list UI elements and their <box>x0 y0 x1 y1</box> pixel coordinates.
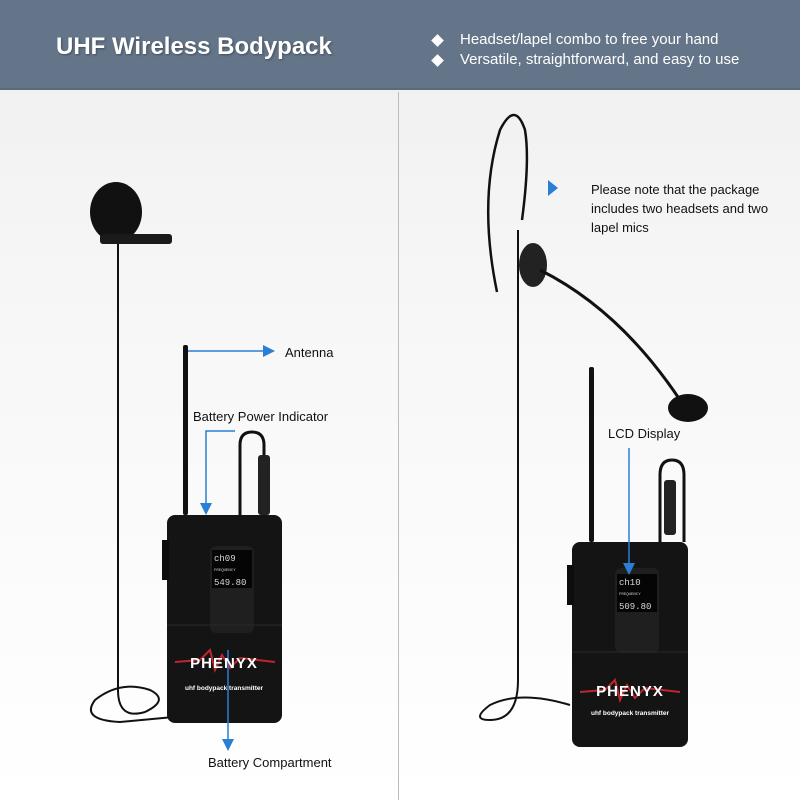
device-subtitle: uhf bodypack transmitter <box>185 685 263 692</box>
brand-logo: PHENYX <box>190 655 258 672</box>
lcd-frequency: 549.80 <box>214 578 246 588</box>
lcd-channel: ch10 <box>619 578 641 588</box>
antenna-label: Antenna <box>285 345 334 360</box>
lcd-frequency-label: FREQUENCY <box>619 593 641 597</box>
note-pointer-icon <box>548 180 558 196</box>
battery-compartment-label: Battery Compartment <box>208 755 332 770</box>
package-note: Please note that the package includes tw… <box>591 182 769 235</box>
battery-indicator-label: Battery Power Indicator <box>193 409 329 424</box>
battery-indicator-arrow <box>200 430 235 515</box>
feature-item: Headset/lapel combo to free your hand <box>430 30 739 50</box>
lcd-channel: ch09 <box>214 554 236 564</box>
lcd-frequency-label: FREQUENCY <box>214 569 236 573</box>
page-title: UHF Wireless Bodypack <box>56 33 332 60</box>
bodypack-left <box>162 345 282 723</box>
lapel-mic <box>89 182 196 724</box>
headset-mic <box>479 113 708 722</box>
brand-logo: PHENYX <box>596 683 664 700</box>
panel-divider <box>398 92 399 800</box>
feature-list: Headset/lapel combo to free your hand Ve… <box>430 30 739 70</box>
device-subtitle: uhf bodypack transmitter <box>591 710 669 717</box>
lcd-frequency: 509.80 <box>619 602 651 612</box>
lcd-display-label: LCD Display <box>608 426 681 441</box>
bodypack-right <box>567 367 688 747</box>
header-banner: UHF Wireless Bodypack Headset/lapel comb… <box>0 0 800 90</box>
feature-item: Versatile, straightforward, and easy to … <box>430 50 739 70</box>
